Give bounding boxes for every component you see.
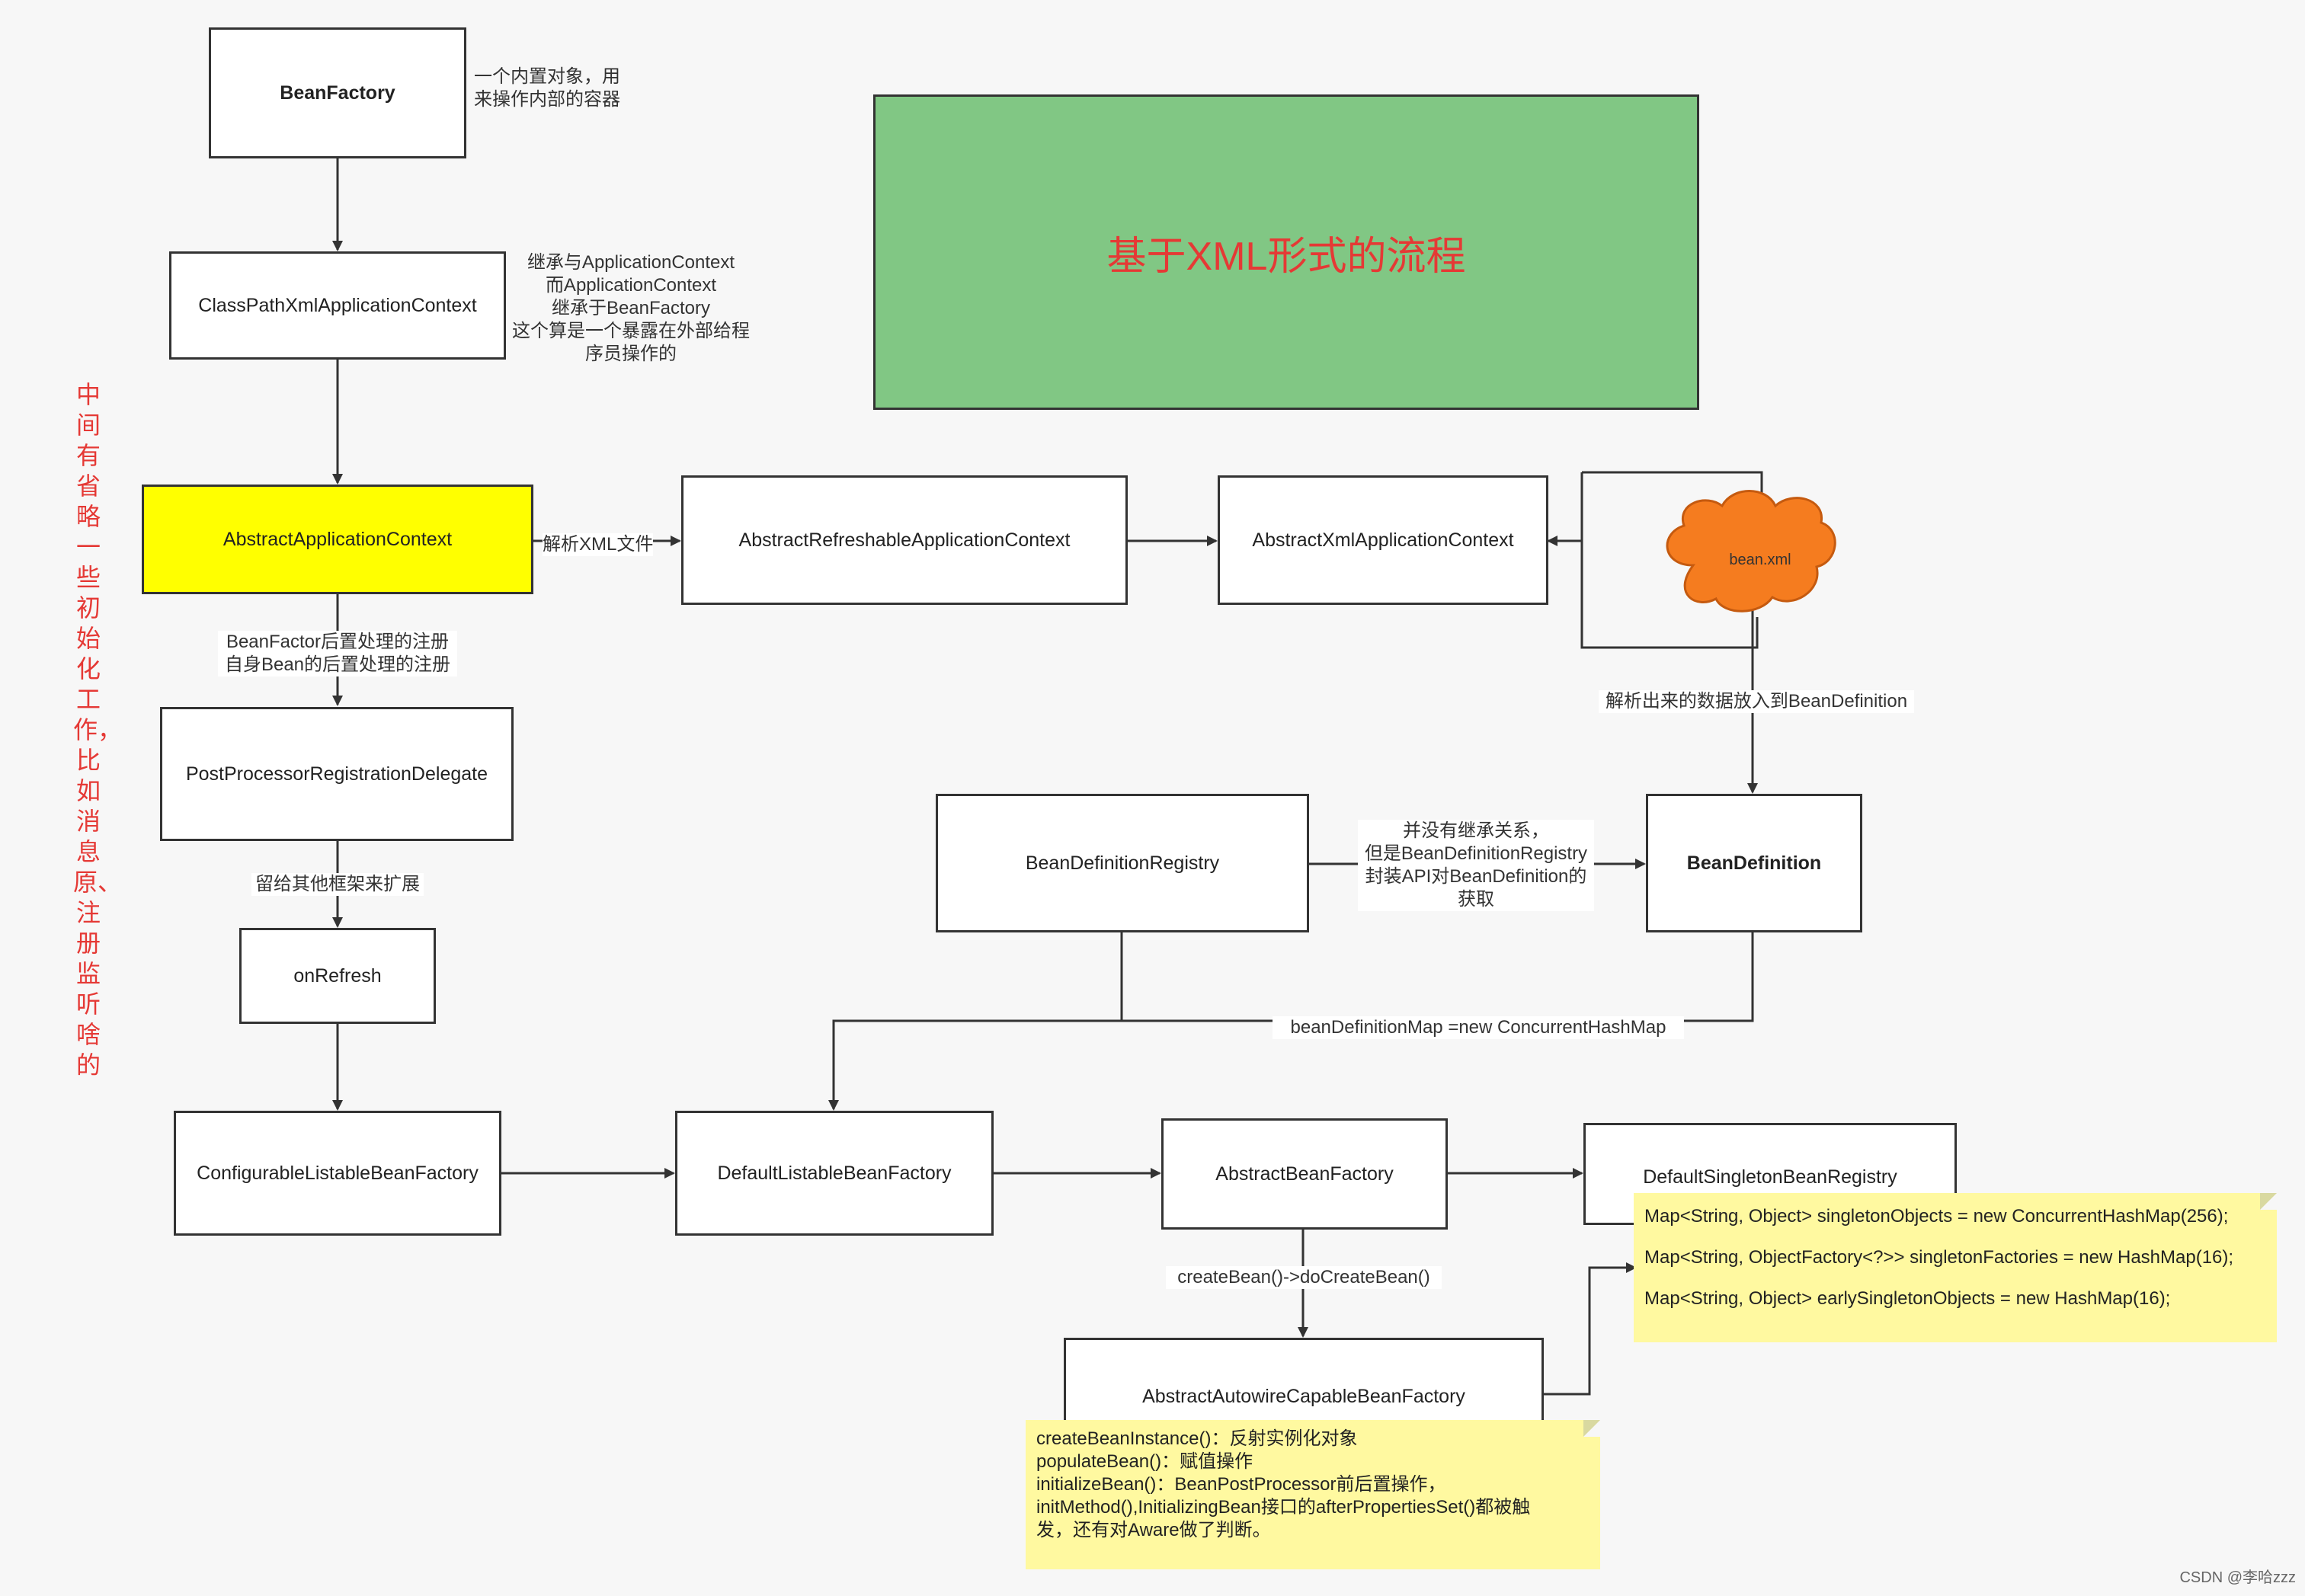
- configurable-label: ConfigurableListableBeanFactory: [197, 1162, 479, 1184]
- post-reg-line: 自身Bean的后置处理的注册: [224, 654, 451, 675]
- classpath-desc-line: 而ApplicationContext: [545, 275, 717, 296]
- no-inherit-line: 封装API对BeanDefinition的: [1365, 866, 1587, 887]
- classpath-xml-label: ClassPathXmlApplicationContext: [198, 294, 477, 316]
- classpath-xml-node: ClassPathXmlApplicationContext: [169, 251, 506, 360]
- post-processor-node: PostProcessorRegistrationDelegate: [160, 707, 514, 841]
- classpath-desc: 继承与ApplicationContext 而ApplicationContex…: [509, 251, 753, 366]
- no-inherit-line: 获取: [1458, 889, 1494, 910]
- abstract-refreshable-node: AbstractRefreshableApplicationContext: [681, 475, 1128, 605]
- no-inherit-line: 并没有继承关系，: [1403, 820, 1549, 841]
- create-bean-label: createBean()->doCreateBean(): [1166, 1266, 1442, 1289]
- singleton-maps-note: Map<String, Object> singletonObjects = n…: [1634, 1193, 2277, 1342]
- no-inherit-line: 但是BeanDefinitionRegistry: [1364, 843, 1588, 864]
- csdn-watermark: CSDN @李哈zzz: [2179, 1569, 2296, 1586]
- autowire-label: AbstractAutowireCapableBeanFactory: [1142, 1386, 1465, 1407]
- default-singleton-label: DefaultSingletonBeanRegistry: [1643, 1166, 1897, 1188]
- on-refresh-node: onRefresh: [239, 928, 436, 1024]
- autowire-note-line: initializeBean()：BeanPostProcessor前后置操作，: [1036, 1474, 1446, 1495]
- autowire-methods-note: createBeanInstance()：反射实例化对象 populateBea…: [1026, 1420, 1600, 1569]
- autowire-note-line: populateBean()：赋值操作: [1036, 1451, 1253, 1472]
- default-listable-node: DefaultListableBeanFactory: [675, 1111, 994, 1236]
- abstract-application-context-node: AbstractApplicationContext: [142, 485, 533, 594]
- bean-definition-registry-node: BeanDefinitionRegistry: [936, 794, 1309, 932]
- side-note: 中间有省略一些初始化工作，比如消息原、注册监听啥的: [73, 381, 123, 1079]
- note-fold: [1583, 1420, 1600, 1437]
- bd-map-label: beanDefinitionMap =new ConcurrentHashMap: [1273, 1016, 1684, 1039]
- parse-xml-label: 解析XML文件: [543, 533, 654, 556]
- bean-definition-label: BeanDefinition: [1686, 852, 1822, 874]
- title-text: 基于XML形式的流程: [1106, 234, 1466, 279]
- bean-factory-node: BeanFactory: [209, 27, 466, 158]
- bean-xml-cloud: [1666, 490, 1836, 612]
- autowire-note-line: 发，还有对Aware做了判断。: [1036, 1520, 1271, 1540]
- bean-factory-desc-line: 一个内置对象，用: [474, 66, 620, 87]
- configurable-listable-node: ConfigurableListableBeanFactory: [174, 1111, 501, 1236]
- bean-xml-label: bean.xml: [1729, 552, 1791, 568]
- bean-factory-desc-line: 来操作内部的容器: [474, 89, 620, 110]
- classpath-desc-line: 继承与ApplicationContext: [527, 252, 735, 273]
- bean-factory-desc: 一个内置对象，用 来操作内部的容器: [474, 66, 620, 111]
- parse-to-bd-label: 解析出来的数据放入到BeanDefinition: [1599, 690, 1914, 713]
- singleton-note-line: Map<String, ObjectFactory<?>> singletonF…: [1644, 1247, 2234, 1268]
- abstract-bean-factory-label: AbstractBeanFactory: [1215, 1163, 1394, 1185]
- autowire-note-line: createBeanInstance()：反射实例化对象: [1036, 1428, 1358, 1449]
- edge-beanxml-xml: [1580, 472, 1759, 649]
- title-box: 基于XML形式的流程: [873, 94, 1699, 410]
- on-refresh-label: onRefresh: [293, 964, 382, 987]
- classpath-desc-line: 这个算是一个暴露在外部给程: [512, 321, 750, 341]
- singleton-note-line: Map<String, Object> earlySingletonObject…: [1644, 1288, 2171, 1309]
- singleton-note-line: Map<String, Object> singletonObjects = n…: [1644, 1206, 2229, 1227]
- post-reg-label: BeanFactor后置处理的注册 自身Bean的后置处理的注册: [218, 631, 457, 676]
- autowire-note-line: initMethod(),InitializingBean接口的afterPro…: [1036, 1497, 1531, 1518]
- post-reg-line: BeanFactor后置处理的注册: [226, 632, 450, 652]
- bean-factory-label: BeanFactory: [280, 82, 395, 104]
- abstract-xml-node: AbstractXmlApplicationContext: [1218, 475, 1548, 605]
- classpath-desc-line: 继承于BeanFactory: [551, 298, 711, 318]
- abstract-xml-label: AbstractXmlApplicationContext: [1252, 529, 1514, 551]
- default-listable-label: DefaultListableBeanFactory: [717, 1162, 952, 1184]
- reserve-label: 留给其他框架来扩展: [251, 873, 424, 896]
- no-inherit-label: 并没有继承关系， 但是BeanDefinitionRegistry 封装API对…: [1358, 820, 1594, 911]
- edge-autowire-singletonnote: [1544, 1262, 1637, 1396]
- abstract-bean-factory-node: AbstractBeanFactory: [1161, 1118, 1448, 1230]
- bean-definition-node: BeanDefinition: [1646, 794, 1862, 932]
- abstract-refreshable-label: AbstractRefreshableApplicationContext: [738, 529, 1071, 551]
- abstract-app-label: AbstractApplicationContext: [222, 528, 453, 550]
- note-fold: [2260, 1193, 2277, 1210]
- bd-registry-label: BeanDefinitionRegistry: [1025, 852, 1220, 874]
- classpath-desc-line: 序员操作的: [585, 344, 677, 364]
- post-processor-label: PostProcessorRegistrationDelegate: [185, 763, 488, 785]
